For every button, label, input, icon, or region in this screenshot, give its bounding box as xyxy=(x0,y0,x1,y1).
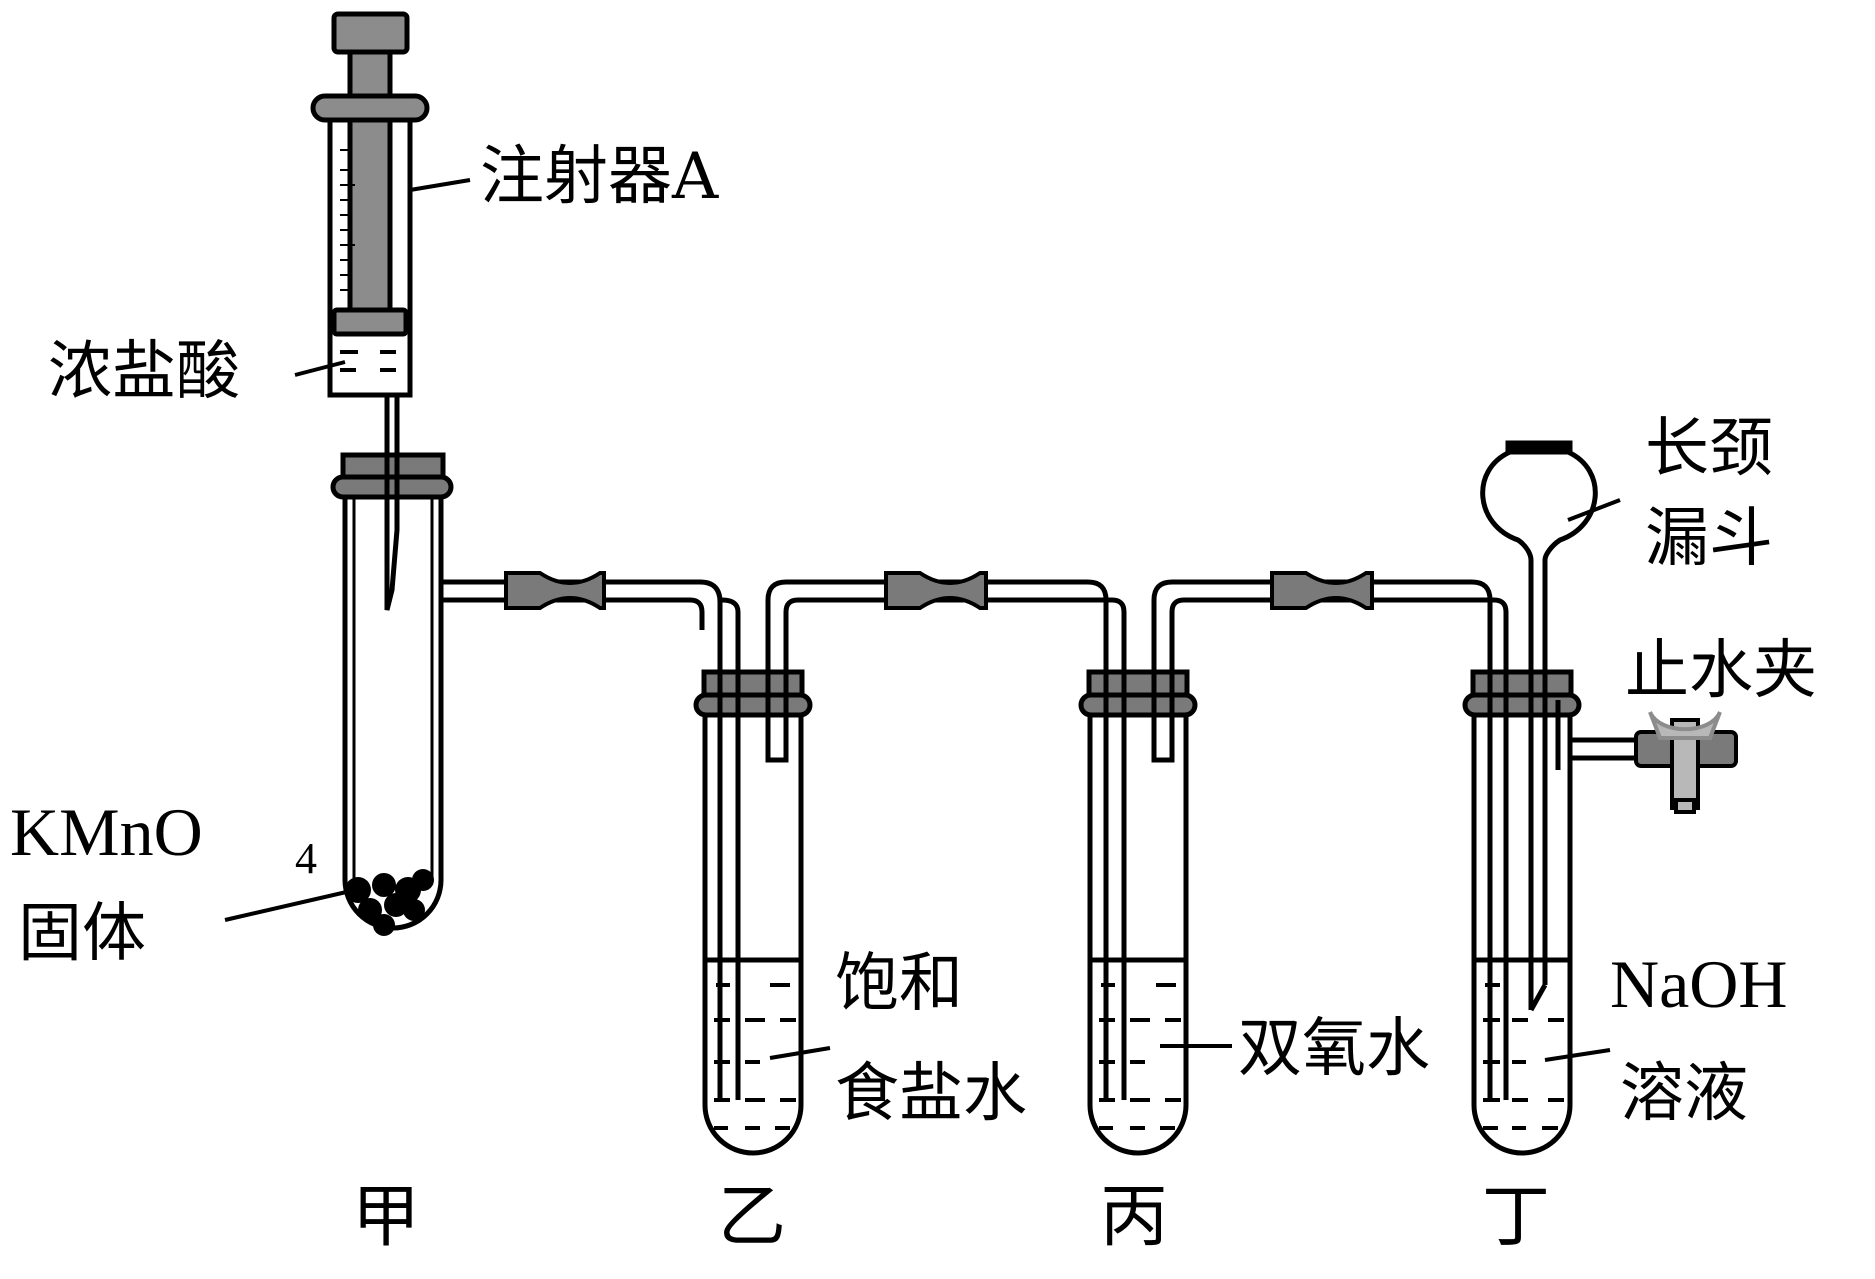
leader-lines xyxy=(224,178,1621,1062)
label-conc-hcl: 浓盐酸 xyxy=(48,335,240,409)
tube-bing xyxy=(1078,620,1198,1156)
tube-jia xyxy=(330,450,510,936)
label-funnel-line1: 长颈 xyxy=(1645,412,1773,486)
label-tube-ding: 丁 xyxy=(1482,1178,1550,1257)
label-kmno4: KMnO xyxy=(10,794,203,870)
label-naoh: NaOH xyxy=(1610,946,1788,1022)
label-water-clamp: 止水夹 xyxy=(1625,634,1817,708)
label-saturated-line1: 饱和 xyxy=(835,947,963,1021)
label-tube-yi: 乙 xyxy=(718,1178,786,1257)
label-saturated-line2: 食盐水 xyxy=(835,1057,1027,1131)
label-solution: 溶液 xyxy=(1620,1057,1748,1131)
long-neck-funnel xyxy=(1480,440,1598,561)
connecting-pipes xyxy=(510,579,1509,630)
rubber-connectors xyxy=(504,571,1374,610)
tube-yi xyxy=(693,620,813,1156)
label-syringe: 注射器A xyxy=(480,140,719,214)
label-kmno4-subscript: 4 xyxy=(295,834,317,883)
tube-ding xyxy=(1462,560,1640,1156)
label-solid: 固体 xyxy=(18,897,146,971)
label-hydrogen-peroxide: 双氧水 xyxy=(1238,1012,1430,1086)
water-clamp xyxy=(1634,710,1738,814)
label-tube-bing: 丙 xyxy=(1100,1178,1168,1257)
label-tube-jia: 甲 xyxy=(352,1178,420,1257)
label-funnel-line2: 漏斗 xyxy=(1645,502,1773,576)
syringe-a xyxy=(310,11,430,611)
